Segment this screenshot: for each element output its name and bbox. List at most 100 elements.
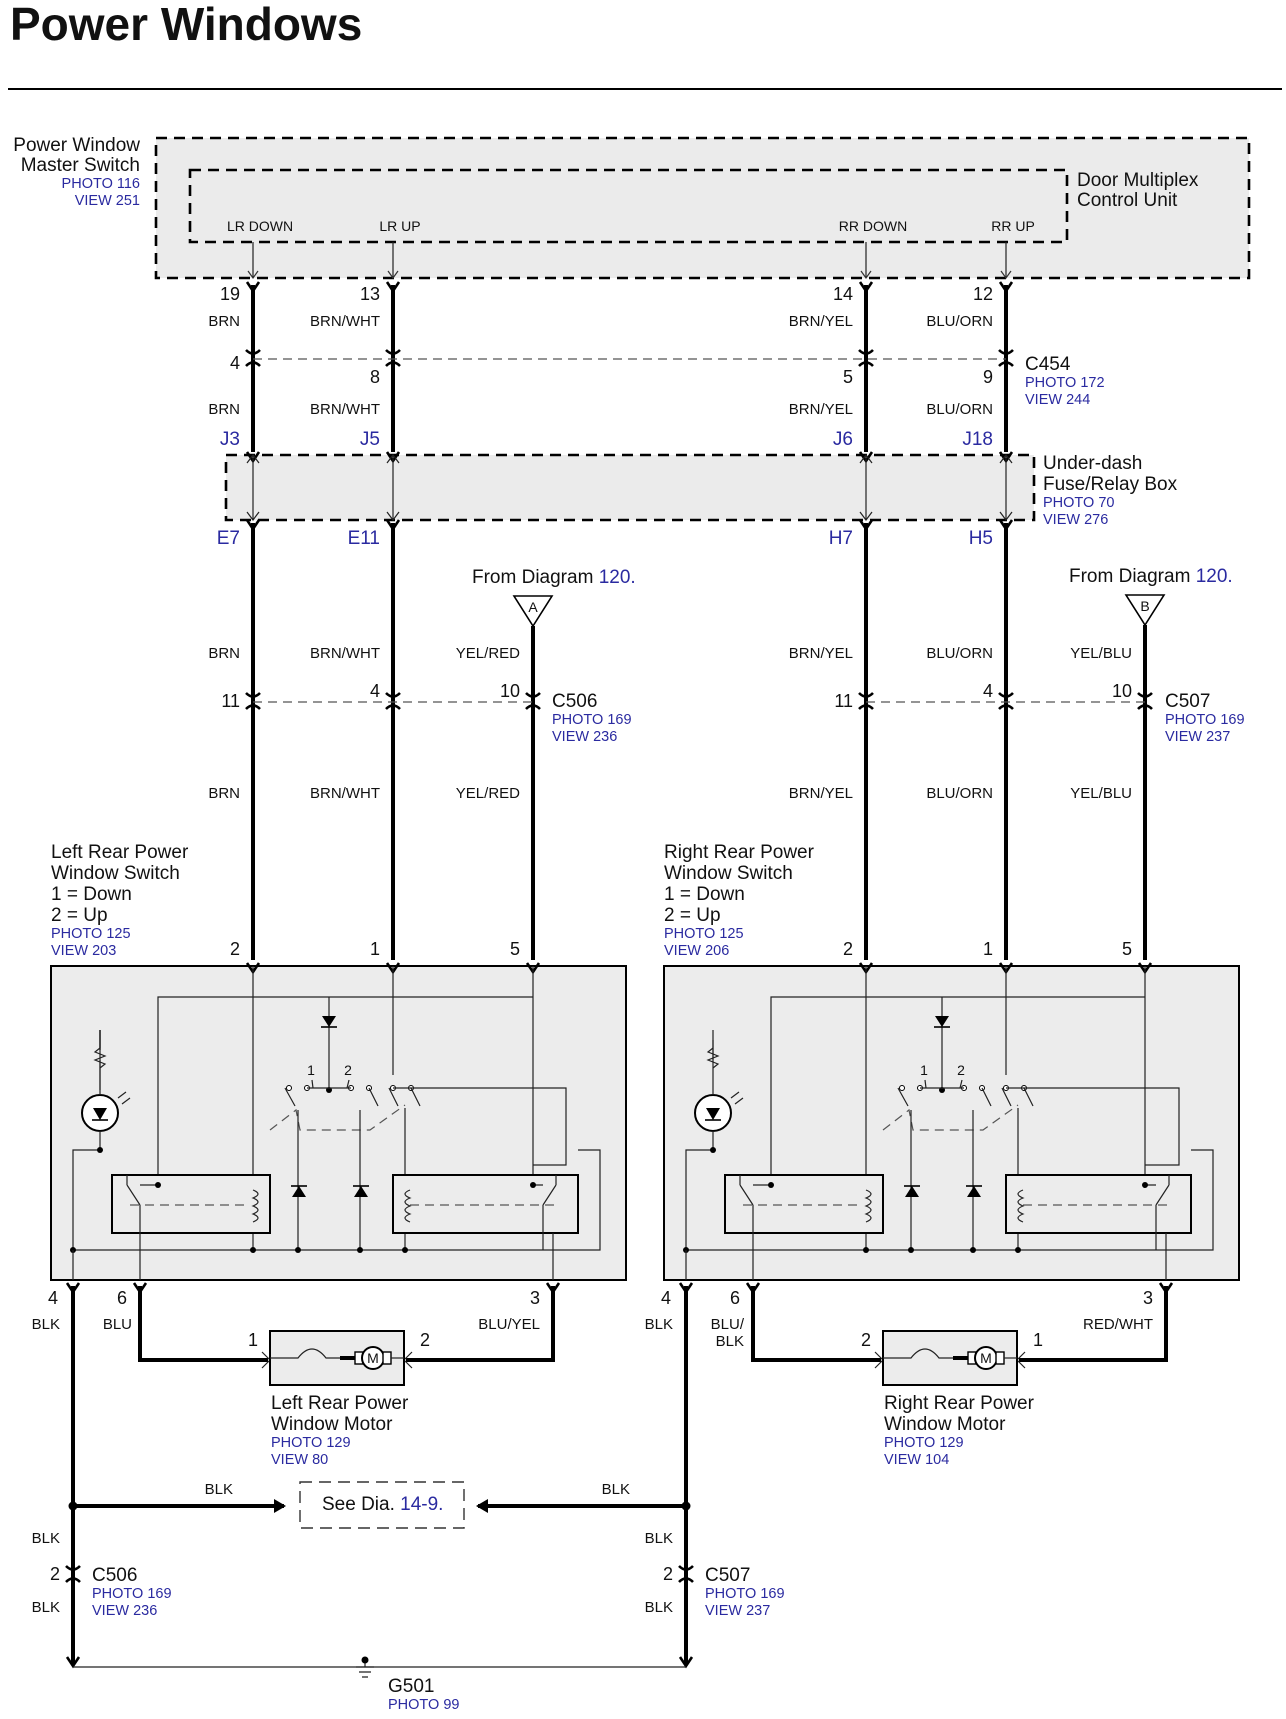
fusebox-outline	[224, 453, 1036, 522]
master-switch-name-1: Power Window	[13, 135, 140, 156]
wire-label: BRN	[208, 401, 240, 418]
right-motor-name-2: Window Motor	[884, 1414, 1006, 1435]
master-switch-box	[154, 136, 1251, 280]
wire-label: BLU/ORN	[926, 645, 993, 662]
see-diagram-box	[299, 1481, 465, 1529]
left-motor-photo: PHOTO 129	[271, 1435, 351, 1451]
right-switch-pin: 2	[843, 939, 853, 959]
right-motor-pin: 1	[1033, 1330, 1043, 1350]
page-title: Power Windows	[10, 0, 362, 50]
rr-up-label: RR UP	[991, 218, 1035, 234]
fusebox-terminal-j3: J3	[220, 429, 240, 450]
c454-name: C454	[1025, 354, 1071, 375]
right-motor-name-1: Right Rear Power	[884, 1393, 1035, 1414]
left-motor-view: VIEW 80	[271, 1452, 328, 1468]
left-switch-pos-2: 2	[344, 1062, 352, 1078]
right-motor-view: VIEW 104	[884, 1452, 949, 1468]
underdash-fuse-relay-box: Under-dash Fuse/Relay Box PHOTO 70 VIEW …	[224, 450, 1178, 528]
left-rear-power-window-switch: 1 2	[50, 961, 627, 1281]
wire-label: BRN	[208, 313, 240, 330]
fusebox-terminal-j18: J18	[962, 429, 993, 450]
c507-bottom-view: VIEW 237	[705, 1603, 770, 1619]
wire-label: BLU	[103, 1316, 132, 1333]
left-switch-pin-bottom: 4	[48, 1288, 58, 1308]
wire-label: BLK	[205, 1481, 233, 1498]
motor-symbol: M	[367, 1350, 379, 1366]
left-switch-legend-1: 1 = Down	[51, 884, 132, 905]
left-motor-pin: 2	[420, 1330, 430, 1350]
wire-label: BLK	[32, 1316, 60, 1333]
c507-top-view: VIEW 237	[1165, 729, 1230, 745]
c507-pin: 4	[983, 681, 993, 701]
left-rear-switch-labels: Left Rear Power Window Switch 1 = Down 2…	[51, 842, 520, 959]
left-rear-power-window-motor: M 1 2 Left Rear Power Window Motor PHOTO…	[248, 1330, 430, 1468]
left-switch-name-2: Window Switch	[51, 863, 180, 884]
right-rear-power-window-motor: M 2 1 Right Rear Power Window Motor PHOT…	[861, 1330, 1043, 1468]
door-multiplex-name-2: Control Unit	[1077, 190, 1178, 211]
door-multiplex-box	[188, 168, 1069, 244]
fusebox-terminal-j6: J6	[833, 429, 853, 450]
see-diagram-note: See Dia. 14-9.	[322, 1494, 443, 1515]
motor-wiring: BLK BLU BLU/YEL BLK BLU/ BLK RED/WHT	[32, 1286, 1168, 1665]
wire-label: BRN	[208, 645, 240, 662]
wire-label: BRN	[208, 785, 240, 802]
wire-label: BRN/YEL	[789, 401, 853, 418]
wire-label: BRN/WHT	[310, 401, 380, 418]
master-switch: Power Window Master Switch PHOTO 116 VIE…	[13, 135, 1251, 280]
c506-bottom-view: VIEW 236	[92, 1603, 157, 1619]
wire-label: BLK	[602, 1481, 630, 1498]
wire-label: BLK	[645, 1316, 673, 1333]
fusebox-view: VIEW 276	[1043, 512, 1108, 528]
upper-wires: 19 13 14 12 BRN BRN/WHT BRN/YEL BLU/ORN …	[208, 280, 1105, 452]
fusebox-name-1: Under-dash	[1043, 453, 1142, 474]
right-switch-relay-up	[1005, 1174, 1192, 1234]
c506-bottom-photo: PHOTO 169	[92, 1586, 172, 1602]
c507-pin: 10	[1112, 681, 1132, 701]
lower-wires: E7 E11 H7 H5 From Diagram 120. A From Di…	[208, 518, 1245, 960]
right-switch-pos-1: 1	[920, 1062, 928, 1078]
motor-symbol: M	[980, 1350, 992, 1366]
fusebox-terminal-e7: E7	[217, 528, 240, 549]
rr-down-label: RR DOWN	[839, 218, 907, 234]
left-switch-view: VIEW 203	[51, 943, 116, 959]
master-switch-name-2: Master Switch	[21, 155, 140, 176]
right-switch-photo: PHOTO 125	[664, 926, 744, 942]
wire-label: BLU/ORN	[926, 785, 993, 802]
wire-label: BRN/YEL	[789, 313, 853, 330]
lr-up-label: LR UP	[379, 218, 420, 234]
right-switch-pin-bottom: 4	[661, 1288, 671, 1308]
left-motor-pin: 1	[248, 1330, 258, 1350]
right-motor-pin: 2	[861, 1330, 871, 1350]
c507-bottom-photo: PHOTO 169	[705, 1586, 785, 1602]
fusebox-terminal-h5: H5	[969, 528, 993, 549]
c506-top-photo: PHOTO 169	[552, 712, 632, 728]
left-switch-pin-bottom: 3	[530, 1288, 540, 1308]
c507-top-photo: PHOTO 169	[1165, 712, 1245, 728]
left-switch-name-1: Left Rear Power	[51, 842, 189, 863]
ground-circuit: See Dia. 14-9. BLK BLK BLK BLK BLK BLK 2…	[32, 1481, 785, 1713]
c507-pin: 11	[834, 691, 853, 711]
c454-view: VIEW 244	[1025, 392, 1090, 408]
left-motor-name-1: Left Rear Power	[271, 1393, 409, 1414]
wire-label: YEL/RED	[456, 785, 520, 802]
c506-pin: 11	[221, 691, 240, 711]
wire-label: BLU/YEL	[478, 1316, 540, 1333]
right-switch-pin-bottom: 6	[730, 1288, 740, 1308]
wire-label: BLK	[716, 1333, 744, 1350]
reference-triangle-a	[512, 595, 554, 628]
fusebox-name-2: Fuse/Relay Box	[1043, 474, 1178, 495]
master-pin-lr-up: 13	[360, 284, 380, 304]
right-motor-photo: PHOTO 129	[884, 1435, 964, 1451]
reference-tag-b: B	[1140, 598, 1149, 614]
left-switch-pos-1: 1	[307, 1062, 315, 1078]
c507-bottom-pin: 2	[663, 1564, 673, 1584]
left-switch-pin: 1	[370, 939, 380, 959]
left-switch-photo: PHOTO 125	[51, 926, 131, 942]
door-multiplex-name-1: Door Multiplex	[1077, 170, 1199, 191]
master-pin-lr-down: 19	[220, 284, 240, 304]
from-diagram-left: From Diagram 120.	[472, 567, 636, 588]
c454-pin: 8	[370, 367, 380, 387]
right-switch-legend-2: 2 = Up	[664, 905, 721, 926]
switch-bottom-pins: 4 6 3 4 6 3	[48, 1281, 1174, 1308]
